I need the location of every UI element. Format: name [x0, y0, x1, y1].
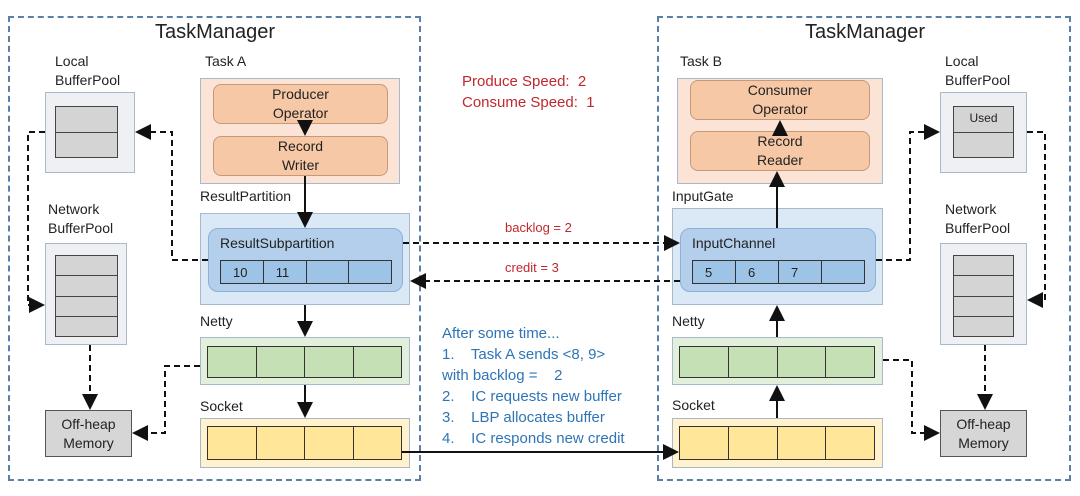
netty-right-buffers: [679, 346, 875, 378]
note-line: After some time...: [442, 325, 560, 342]
network-bufferpool-buffers: [55, 255, 118, 337]
buffer-cell: 6: [736, 261, 779, 283]
notes: After some time... 1. Task A sends <8, 9>…: [442, 302, 625, 470]
input-channel-label: InputChannel: [692, 235, 776, 251]
consumer-operator: Consumer Operator: [690, 80, 870, 120]
input-gate-label: InputGate: [672, 188, 734, 204]
channel-to-localbp: [876, 124, 940, 261]
buffer-cell: 11: [264, 261, 307, 283]
note-line: 2. IC requests new buffer: [442, 388, 622, 405]
netty-left-label: Netty: [200, 313, 233, 329]
taskmanager-right-title: TaskManager: [805, 21, 926, 43]
taskmanager-left-title: TaskManager: [155, 21, 276, 43]
taskmanager-right: [657, 16, 1071, 481]
producer-operator: Producer Operator: [213, 84, 388, 124]
note-line: 4. IC responds new credit: [442, 430, 625, 447]
note-line: with backlog = 2: [442, 367, 563, 384]
consume-speed: Consume Speed: 1: [462, 94, 595, 111]
backlog-label: backlog = 2: [505, 220, 572, 235]
socket-left-buffers: [207, 426, 402, 460]
record-reader: Record Reader: [690, 131, 870, 171]
buffer-cell: 7: [779, 261, 822, 283]
localbp-to-networkbp-right: [1027, 131, 1046, 308]
produce-speed: Produce Speed: 2: [462, 73, 587, 90]
socket-right-buffers: [679, 426, 875, 460]
used-buffer: Used: [954, 107, 1013, 133]
credit-label: credit = 3: [505, 260, 559, 275]
network-bufferpool-right-buffers: [953, 255, 1014, 337]
netty-to-offheap-right: [883, 359, 940, 441]
local-bufferpool-right-buffers: Used: [953, 106, 1014, 158]
network-bufferpool-right-label: Network BufferPool: [945, 201, 1011, 236]
buffer-cell: 5: [693, 261, 736, 283]
socket-left-label: Socket: [200, 398, 243, 414]
buffer-cell: [307, 261, 350, 283]
offheap-memory-right: Off-heap Memory: [940, 410, 1027, 457]
netty-left-buffers: [207, 346, 402, 378]
netty-right-label: Netty: [672, 313, 705, 329]
offheap-memory-left: Off-heap Memory: [45, 410, 132, 457]
local-bufferpool-right-label: Local BufferPool: [945, 53, 1011, 88]
localbp-to-networkbp: [27, 131, 45, 313]
local-bufferpool-buffers: [55, 106, 118, 158]
note-line: 3. LBP allocates buffer: [442, 409, 605, 426]
local-bufferpool-label: Local BufferPool: [55, 53, 121, 88]
result-subpartition-label: ResultSubpartition: [220, 235, 335, 251]
taskmanager-left: [8, 16, 421, 481]
task-a-label: Task A: [205, 53, 247, 69]
record-writer: Record Writer: [213, 136, 388, 176]
network-bufferpool-label: Network BufferPool: [48, 201, 114, 236]
subpartition-to-localbp: [135, 124, 208, 261]
result-partition-label: ResultPartition: [200, 188, 292, 204]
task-b-label: Task B: [680, 53, 723, 69]
note-line: 1. Task A sends <8, 9>: [442, 346, 606, 363]
netty-to-offheap-left: [132, 365, 200, 441]
socket-right-label: Socket: [672, 397, 715, 413]
buffer-cell: 10: [221, 261, 264, 283]
